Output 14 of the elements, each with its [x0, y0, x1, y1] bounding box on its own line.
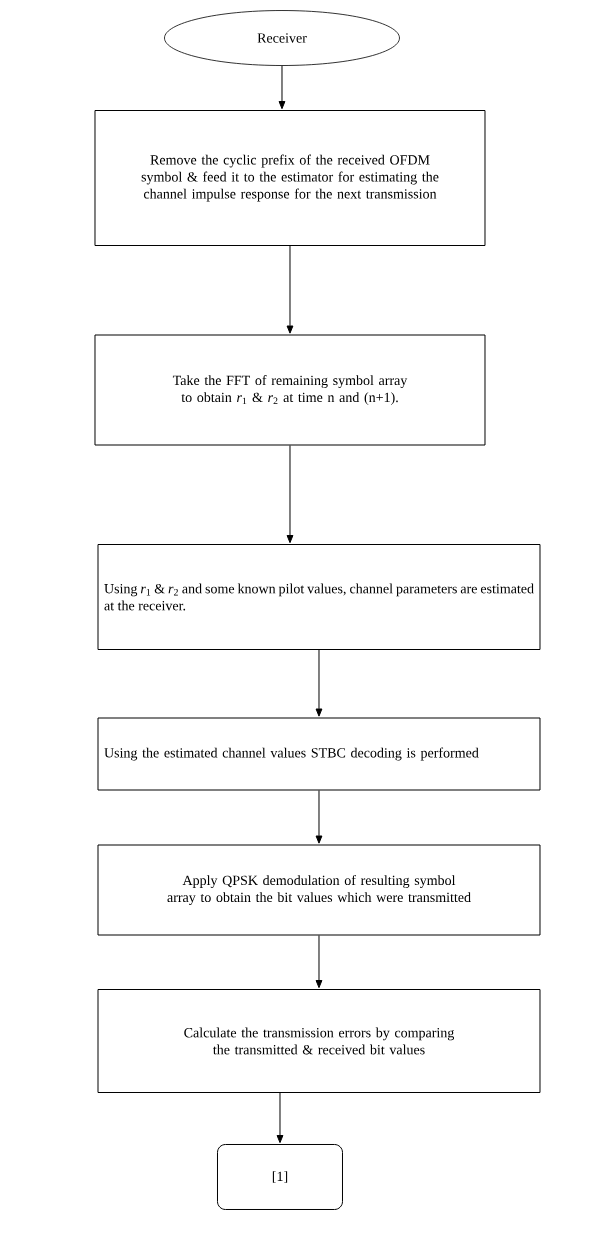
- process-box: Apply QPSK demodulation of resulting symbol array to obtain the bit values which were transmitted: [97, 844, 541, 936]
- arrow: [276, 1092, 284, 1144]
- arrow: [286, 245, 294, 334]
- process-box: Using r$_{1}$ & r$_{2}$ and some known pilot values, channel parameters are estimated at the receiver.: [97, 544, 541, 650]
- arrow: [315, 649, 323, 717]
- process-box: Calculate the transmission errors by comparing the transmitted & received bit values: [97, 989, 541, 1093]
- process-box: Take the FFT of remaining symbol array to obtain r$_{1}$ & r$_{2}$ at time n and (n+1).: [94, 334, 486, 446]
- process-box: Using the estimated channel values STBC decoding is performed: [97, 717, 541, 791]
- arrow: [286, 445, 294, 544]
- terminal-box: [1]: [217, 1144, 343, 1210]
- arrow: [278, 65, 286, 110]
- arrow: [315, 790, 323, 844]
- arrow: [315, 935, 323, 989]
- process-box: Remove the cyclic prefix of the received OFDM symbol & feed it to the estimator for estimating the channel impulse response for the next transmission: [94, 110, 486, 246]
